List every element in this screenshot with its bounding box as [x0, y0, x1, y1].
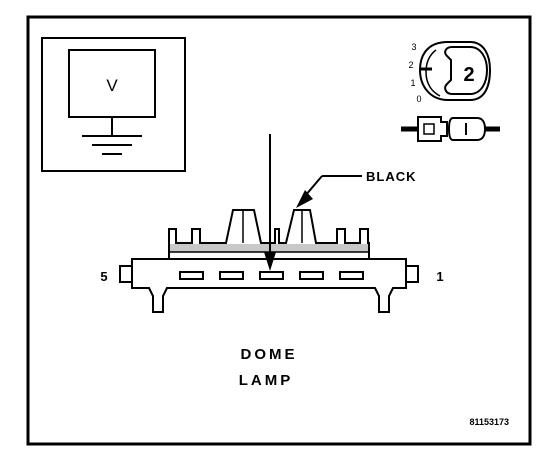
- connector-end-tab-right: [405, 265, 419, 283]
- probe-arrowhead: [264, 252, 276, 271]
- connector-name-line1: DOME: [241, 346, 298, 363]
- connector-name-line2: LAMP: [239, 372, 294, 389]
- wire-color-label: BLACK: [366, 169, 417, 184]
- key-cylinder-shading: [425, 49, 441, 97]
- test-probe-arrow: [264, 134, 276, 271]
- terminal-cavity-pin-4: [219, 271, 244, 280]
- switch-selected-position: 2: [463, 64, 474, 86]
- voltmeter-outer-box: [41, 37, 186, 172]
- outer-frame: [26, 15, 532, 446]
- connector-mating-icon: [401, 116, 500, 142]
- switch-position-1: 1: [410, 78, 415, 88]
- male-connector-latch: [423, 123, 435, 135]
- wire-color-callout: BLACK: [296, 169, 417, 208]
- pin-label-right: 1: [436, 269, 443, 284]
- switch-position-2: 2: [408, 60, 413, 70]
- voltmeter-symbol: V: [41, 37, 186, 172]
- terminal-cavity-pin-5: [179, 271, 204, 280]
- terminal-cavity-pin-2: [299, 271, 324, 280]
- switch-position-3: 3: [411, 42, 416, 52]
- pin-label-left: 5: [100, 269, 107, 284]
- male-connector-half: [417, 116, 448, 142]
- terminal-cavity-pin-3: [259, 271, 284, 280]
- callout-arrowhead: [296, 190, 313, 208]
- voltmeter-label: V: [106, 76, 118, 95]
- connector-end-tab-left: [119, 265, 133, 283]
- key-head: [444, 46, 489, 95]
- figure-id: 81153173: [469, 417, 509, 427]
- terminal-cavity-pin-1: [339, 271, 364, 280]
- ignition-switch-icon: 3 2 1 0 2: [408, 41, 492, 104]
- callout-leader-diagonal: [304, 175, 323, 197]
- switch-position-0: 0: [416, 94, 421, 104]
